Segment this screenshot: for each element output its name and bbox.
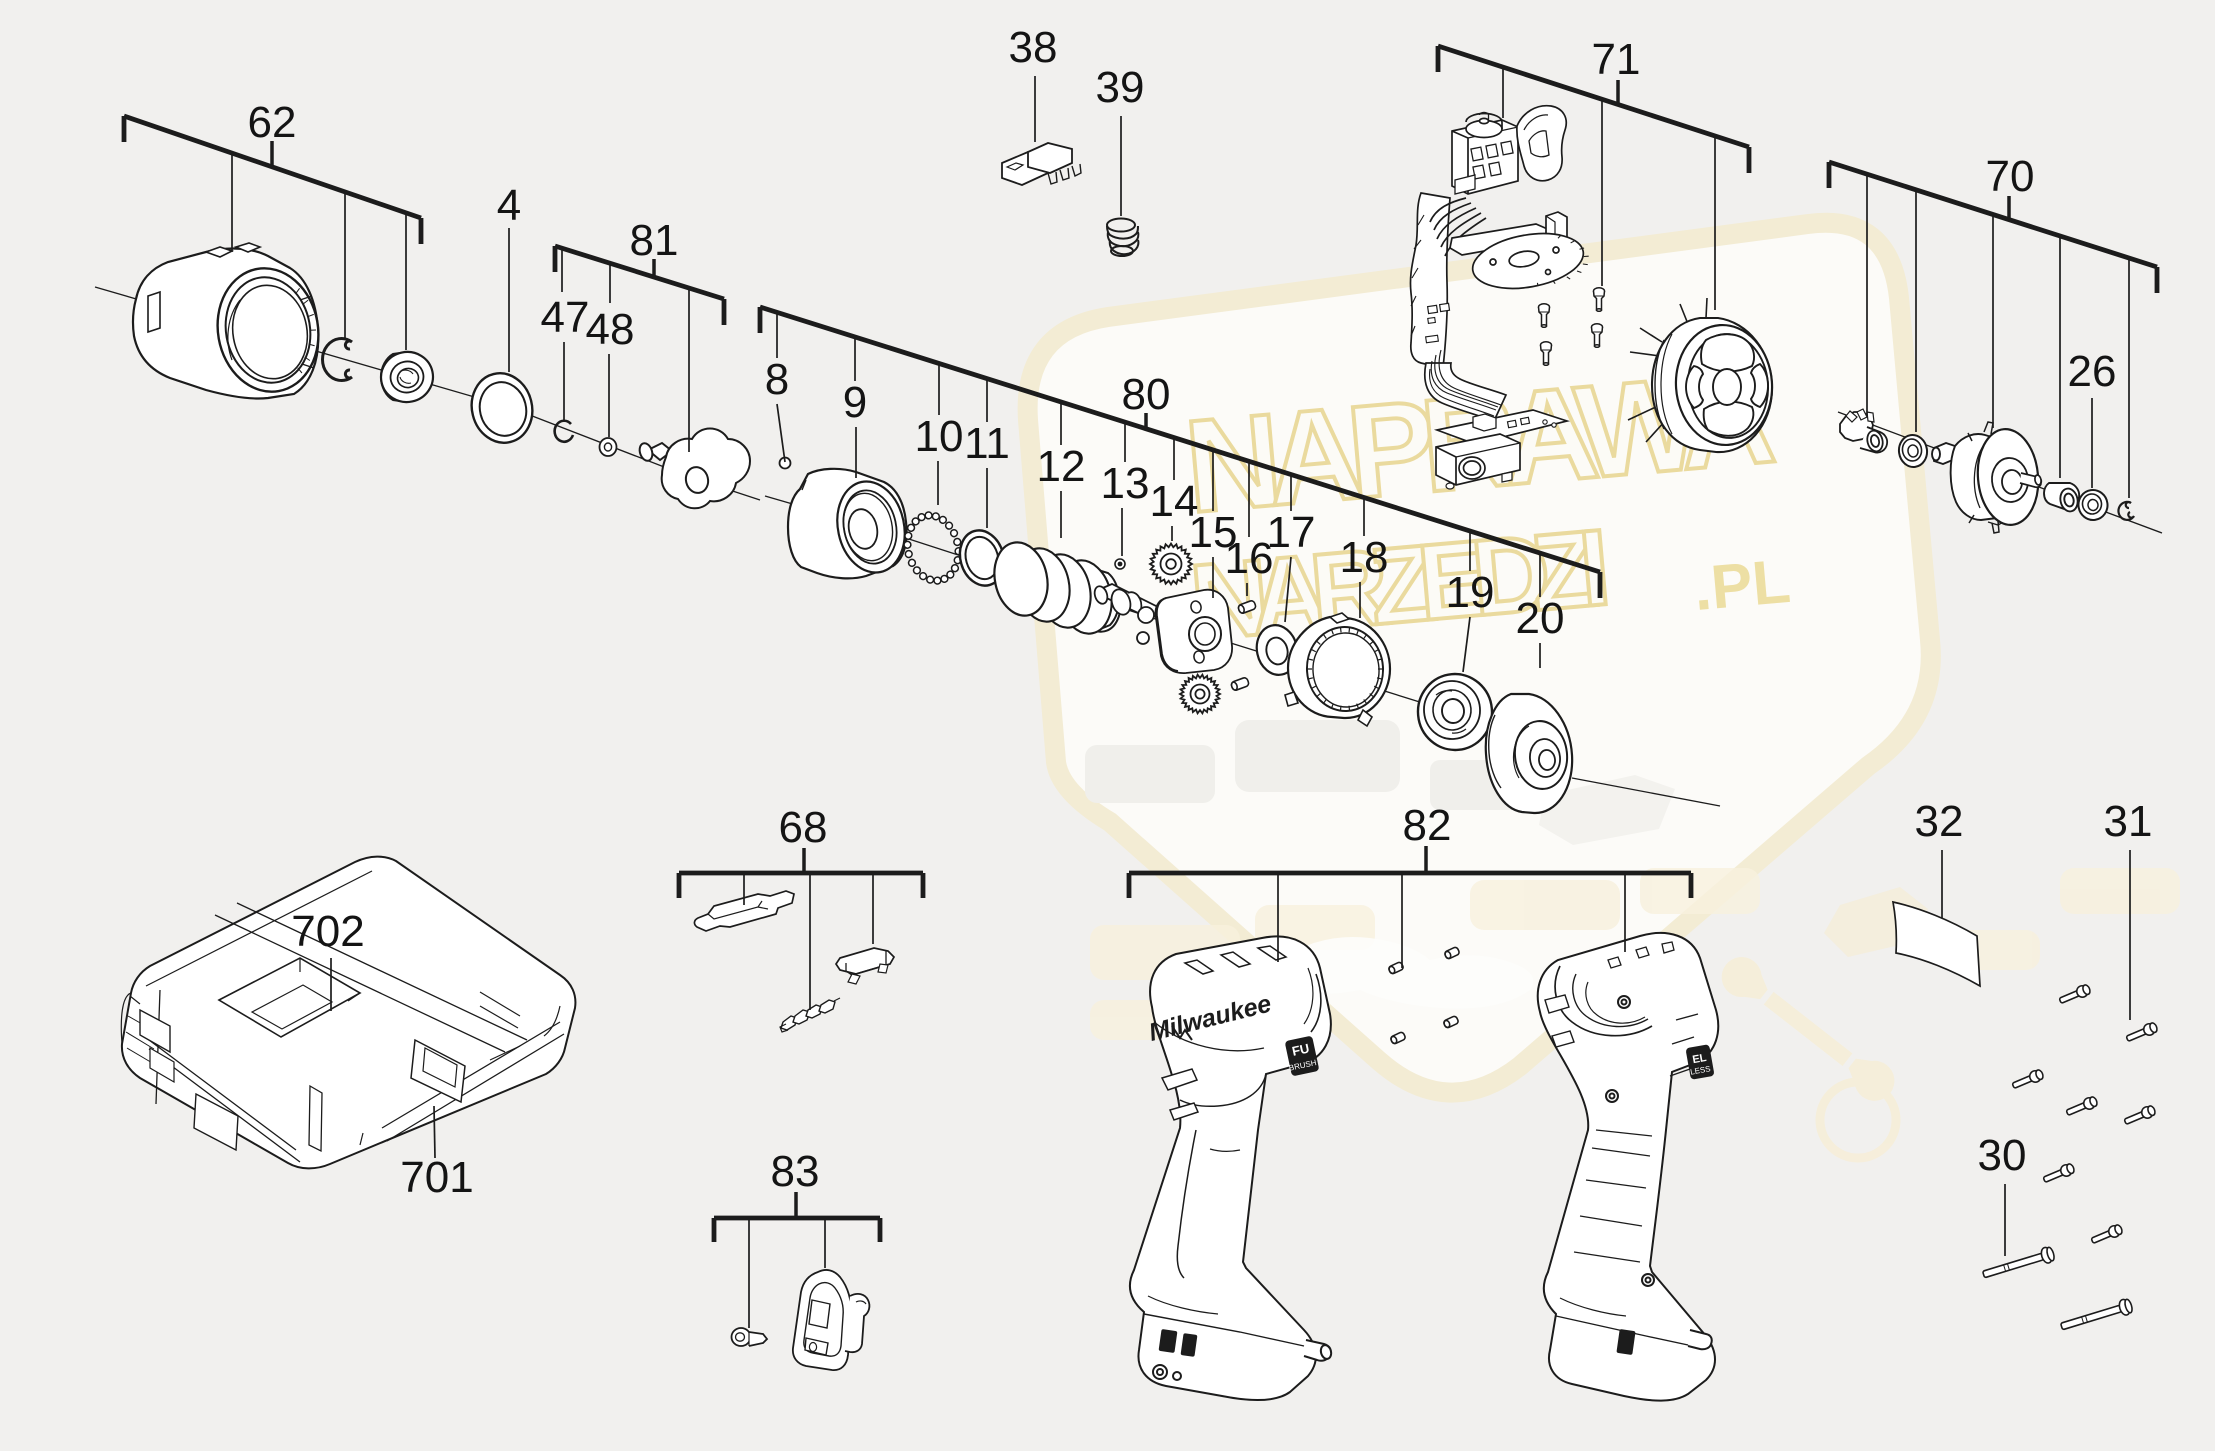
svg-text:8: 8 <box>765 355 789 404</box>
svg-text:12: 12 <box>1037 442 1086 491</box>
svg-text:26: 26 <box>2068 347 2117 396</box>
svg-text:17: 17 <box>1267 508 1316 557</box>
svg-text:82: 82 <box>1403 801 1452 850</box>
svg-text:81: 81 <box>630 216 679 265</box>
svg-text:83: 83 <box>771 1147 820 1196</box>
svg-text:9: 9 <box>843 378 867 427</box>
svg-text:EL: EL <box>1692 1052 1708 1066</box>
svg-text:32: 32 <box>1915 797 1964 846</box>
svg-text:31: 31 <box>2104 797 2153 846</box>
svg-text:701: 701 <box>400 1153 473 1202</box>
svg-text:38: 38 <box>1009 23 1058 72</box>
svg-text:702: 702 <box>291 907 364 956</box>
svg-text:16: 16 <box>1225 534 1274 583</box>
svg-text:4: 4 <box>497 181 521 230</box>
svg-text:15: 15 <box>1189 508 1238 557</box>
svg-text:80: 80 <box>1122 370 1171 419</box>
svg-text:19: 19 <box>1446 568 1495 617</box>
svg-text:20: 20 <box>1516 594 1565 643</box>
svg-text:11: 11 <box>964 419 1010 468</box>
svg-text:14: 14 <box>1150 477 1199 526</box>
svg-text:68: 68 <box>779 803 828 852</box>
svg-text:LESS: LESS <box>1690 1064 1712 1076</box>
svg-text:FU: FU <box>1291 1041 1311 1059</box>
svg-text:10: 10 <box>915 412 964 461</box>
svg-text:30: 30 <box>1978 1131 2027 1180</box>
svg-text:48: 48 <box>586 305 635 354</box>
svg-text:71: 71 <box>1592 35 1641 84</box>
svg-text:39: 39 <box>1096 63 1145 112</box>
svg-text:47: 47 <box>541 293 590 342</box>
svg-text:18: 18 <box>1340 533 1389 582</box>
svg-text:62: 62 <box>248 98 297 147</box>
svg-text:.PL: .PL <box>1691 547 1793 624</box>
svg-text:70: 70 <box>1986 152 2035 201</box>
svg-text:13: 13 <box>1101 459 1150 508</box>
